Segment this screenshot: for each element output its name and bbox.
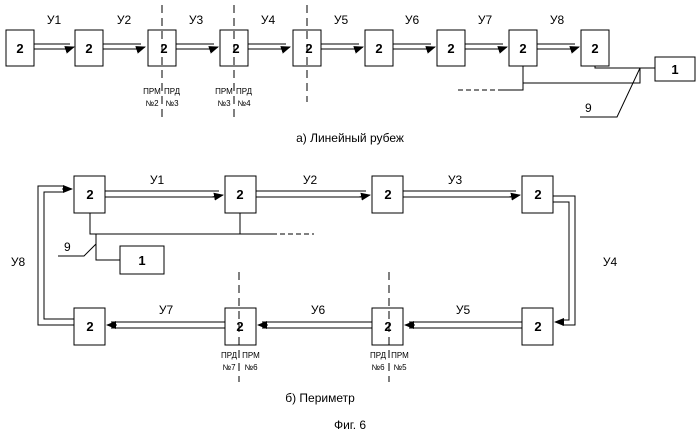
perimeter-segment-label: У8: [11, 255, 26, 269]
linear-caption: а) Линейный рубеж: [296, 131, 404, 145]
linear-node-3-label: 2: [160, 41, 167, 56]
perimeter-caption: б) Периметр: [285, 391, 355, 405]
perimeter-segment-label: У4: [603, 255, 618, 269]
channel-number: №5: [393, 363, 407, 372]
perimeter-segment-label: У6: [311, 303, 326, 317]
channel-number: №6: [371, 363, 385, 372]
linear-segment-label: У8: [550, 13, 565, 27]
linear-channel-labels: ПРМ ПРД №2 №3 ПРМ ПРД №3 №4: [143, 87, 252, 108]
linear-node-4-label: 2: [232, 41, 239, 56]
linear-node-1-label: 2: [16, 41, 23, 56]
perimeter-node-7-label: 2: [236, 319, 243, 334]
perimeter-channel-labels: ПРД ПРМ №7 №6 ПРД ПРМ №6 №5: [221, 351, 409, 372]
channel-label: ПРМ: [215, 87, 233, 96]
channel-label: ПРД: [164, 87, 181, 96]
perimeter-bus-drop: [96, 234, 120, 260]
perimeter-node-2-label: 2: [236, 187, 243, 202]
linear-segment-label: У5: [334, 13, 349, 27]
figure-caption: Фиг. 6: [334, 418, 366, 432]
perimeter-bus-line: [90, 213, 272, 234]
channel-label: ПРД: [370, 351, 387, 360]
linear-segment-label: У3: [189, 13, 204, 27]
linear-bus-line: [523, 66, 655, 83]
channel-number: №7: [222, 363, 236, 372]
channel-number: №3: [165, 99, 179, 108]
linear-segment-label: У7: [478, 13, 493, 27]
perimeter-segment-label: У5: [456, 303, 471, 317]
linear-node-6-label: 2: [375, 41, 382, 56]
linear-controller-label: 1: [671, 62, 678, 77]
perimeter-node-6-label: 2: [384, 319, 391, 334]
perimeter-node-8-label: 2: [86, 319, 93, 334]
perimeter-segment-label: У7: [159, 303, 174, 317]
perimeter-cable-label: 9: [64, 240, 71, 254]
channel-number: №3: [217, 99, 231, 108]
linear-segment-label: У4: [261, 13, 276, 27]
channel-number: №4: [237, 99, 251, 108]
perimeter-node-4-label: 2: [534, 187, 541, 202]
perimeter-segment-label: У3: [448, 173, 463, 187]
perimeter-segment-label: У2: [303, 173, 318, 187]
channel-label: ПРД: [236, 87, 253, 96]
linear-bus-line: [498, 83, 523, 90]
perimeter-links: [38, 186, 575, 328]
linear-node-7-label: 2: [447, 41, 454, 56]
channel-label: ПРМ: [391, 351, 409, 360]
perimeter-node-1-label: 2: [86, 187, 93, 202]
linear-segment-labels: У1 У2 У3 У4 У5 У6 У7 У8: [47, 13, 565, 27]
linear-node-9-label: 2: [591, 41, 598, 56]
linear-boundary-diagram: 2 2 2 2 2 2 2 2 2 У1 У2 У3 У4 У5 У6 У7 У…: [6, 5, 695, 145]
channel-label: ПРД: [221, 351, 238, 360]
linear-node-5-label: 2: [305, 41, 312, 56]
perimeter-controller-label: 1: [138, 253, 145, 268]
channel-number: №2: [145, 99, 159, 108]
channel-number: №6: [244, 363, 258, 372]
perimeter-node-3-label: 2: [384, 187, 391, 202]
linear-node-2-label: 2: [85, 41, 92, 56]
linear-node-8-label: 2: [519, 41, 526, 56]
perimeter-node-5-label: 2: [534, 319, 541, 334]
channel-label: ПРМ: [143, 87, 161, 96]
linear-cable-label: 9: [585, 101, 592, 115]
perimeter-diagram: 2 2 2 2 2 2 2 2: [11, 173, 618, 405]
linear-segment-label: У6: [405, 13, 420, 27]
linear-segment-label: У1: [47, 13, 62, 27]
perimeter-segment-label: У1: [150, 173, 165, 187]
channel-label: ПРМ: [242, 351, 260, 360]
linear-segment-label: У2: [117, 13, 132, 27]
